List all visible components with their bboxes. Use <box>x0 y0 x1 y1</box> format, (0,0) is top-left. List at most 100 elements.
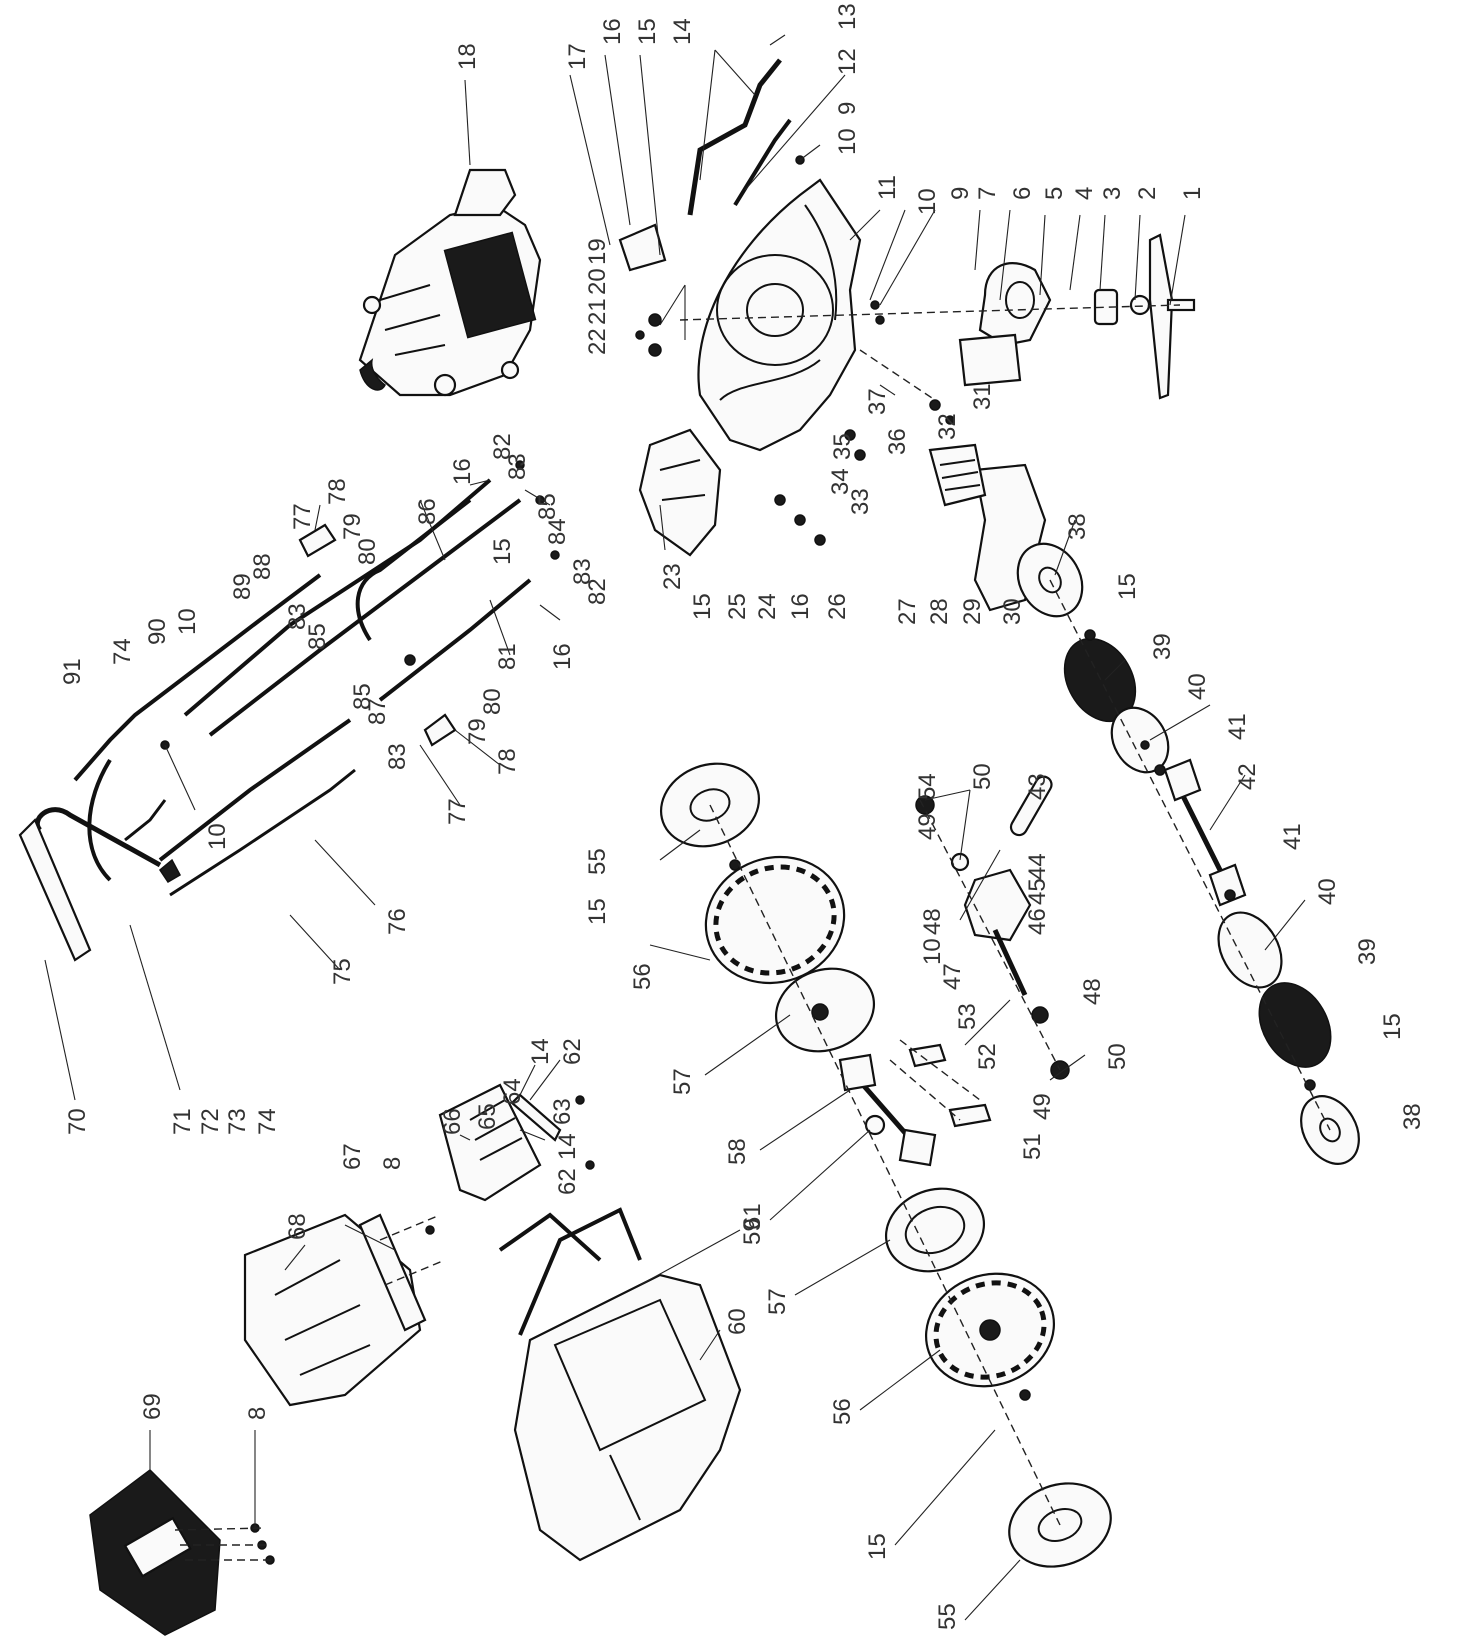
label-part-85: 85 <box>349 683 376 710</box>
label-part-21: 21 <box>584 298 611 325</box>
label-part-9-top: 9 <box>947 187 974 200</box>
label-part-2: 2 <box>1134 187 1161 200</box>
label-part-22: 22 <box>584 328 611 355</box>
label-part-40: 40 <box>1314 878 1341 905</box>
rear-baffle-part <box>89 1469 221 1636</box>
label-part-86: 86 <box>414 498 441 525</box>
part-number-labels: 1 2 3 4 5 6 7 9 10 11 9 10 12 13 14 15 1… <box>59 3 1426 1630</box>
label-part-37: 37 <box>864 388 891 415</box>
label-part-49: 49 <box>1029 1093 1056 1120</box>
label-part-64: 64 <box>499 1078 526 1105</box>
label-part-51: 51 <box>1019 1133 1046 1160</box>
front-wheel-assembly-part <box>659 762 1112 1568</box>
label-part-27: 27 <box>894 598 921 625</box>
assembly-lines <box>174 304 1331 1561</box>
label-part-39-top: 39 <box>1149 633 1176 660</box>
label-part-5: 5 <box>1041 187 1068 200</box>
label-part-29: 29 <box>959 598 986 625</box>
label-part-13: 13 <box>834 3 861 30</box>
label-part-62-top: 62 <box>559 1038 586 1065</box>
label-part-42: 42 <box>1234 763 1261 790</box>
label-part-88: 88 <box>249 553 276 580</box>
label-part-59: 59 <box>739 1218 766 1245</box>
label-part-52: 52 <box>974 1043 1001 1070</box>
label-part-11: 11 <box>874 175 901 200</box>
label-part-14: 14 <box>669 18 696 45</box>
label-part-10-mid: 10 <box>919 938 946 965</box>
label-part-1: 1 <box>1179 187 1206 200</box>
label-part-15-b: 15 <box>689 593 716 620</box>
label-part-82: 82 <box>584 578 611 605</box>
label-part-48: 48 <box>1079 978 1106 1005</box>
label-part-44: 44 <box>1024 853 1051 880</box>
height-lever-part <box>618 58 792 272</box>
label-part-87: 87 <box>364 698 391 725</box>
label-part-24: 24 <box>754 593 781 620</box>
label-part-49-top: 49 <box>914 813 941 840</box>
label-part-83-d: 83 <box>284 603 311 630</box>
label-part-91: 91 <box>59 658 86 685</box>
label-part-55: 55 <box>934 1603 961 1630</box>
grass-catcher-part <box>438 1083 742 1562</box>
label-part-16-h: 16 <box>549 643 576 670</box>
label-part-60: 60 <box>724 1308 751 1335</box>
label-part-10-i: 10 <box>174 608 201 635</box>
label-part-63: 63 <box>549 1098 576 1125</box>
label-part-32: 32 <box>934 413 961 440</box>
label-part-55-top: 55 <box>584 848 611 875</box>
label-part-9: 9 <box>834 102 861 115</box>
label-part-50-top: 50 <box>969 763 996 790</box>
leader-lines <box>44 34 1306 1621</box>
label-part-62: 62 <box>554 1168 581 1195</box>
label-part-85-b: 85 <box>534 493 561 520</box>
label-part-89: 89 <box>229 573 256 600</box>
label-part-57-top: 57 <box>669 1068 696 1095</box>
label-part-10-h: 10 <box>204 823 231 850</box>
label-part-19: 19 <box>584 238 611 265</box>
label-part-43: 43 <box>1024 773 1051 800</box>
label-part-90: 90 <box>144 618 171 645</box>
label-part-78: 78 <box>494 748 521 775</box>
label-part-84: 84 <box>544 518 571 545</box>
label-part-18: 18 <box>454 43 481 70</box>
label-part-14-c: 14 <box>554 1133 581 1160</box>
label-part-80-b: 80 <box>354 538 381 565</box>
label-part-15-h: 15 <box>489 538 516 565</box>
label-part-73: 73 <box>224 1108 251 1135</box>
label-part-71: 71 <box>169 1108 196 1135</box>
label-part-14-b: 14 <box>527 1038 554 1065</box>
rear-wheel-assembly-part <box>1016 542 1360 1165</box>
label-part-34: 34 <box>827 468 854 495</box>
label-part-40-top: 40 <box>1184 673 1211 700</box>
label-part-68: 68 <box>284 1213 311 1240</box>
label-part-41-top: 41 <box>1224 713 1251 740</box>
label-part-72: 72 <box>197 1108 224 1135</box>
label-part-6: 6 <box>1009 187 1036 200</box>
label-part-57: 57 <box>764 1288 791 1315</box>
label-part-80: 80 <box>479 688 506 715</box>
label-part-41: 41 <box>1279 823 1306 850</box>
label-part-15-f: 15 <box>864 1533 891 1560</box>
label-part-65: 65 <box>474 1103 501 1130</box>
label-part-38-top: 38 <box>1064 513 1091 540</box>
label-part-3: 3 <box>1099 187 1126 200</box>
label-part-83-b: 83 <box>569 558 596 585</box>
label-part-7: 7 <box>974 187 1001 200</box>
label-part-48-top: 48 <box>919 908 946 935</box>
label-part-12: 12 <box>834 48 861 75</box>
label-part-74: 74 <box>254 1108 281 1135</box>
gearbox-part <box>908 775 1070 1128</box>
label-part-50: 50 <box>1104 1043 1131 1070</box>
label-part-30: 30 <box>999 598 1026 625</box>
label-part-75: 75 <box>329 958 356 985</box>
rear-flap-part <box>638 428 722 557</box>
label-part-70: 70 <box>64 1108 91 1135</box>
label-part-8: 8 <box>244 1407 271 1420</box>
label-part-85-c: 85 <box>304 623 331 650</box>
mower-deck-part <box>697 178 862 452</box>
label-part-16-b: 16 <box>787 593 814 620</box>
label-part-83-c: 83 <box>504 453 531 480</box>
label-part-56-top: 56 <box>629 963 656 990</box>
label-part-28: 28 <box>926 598 953 625</box>
